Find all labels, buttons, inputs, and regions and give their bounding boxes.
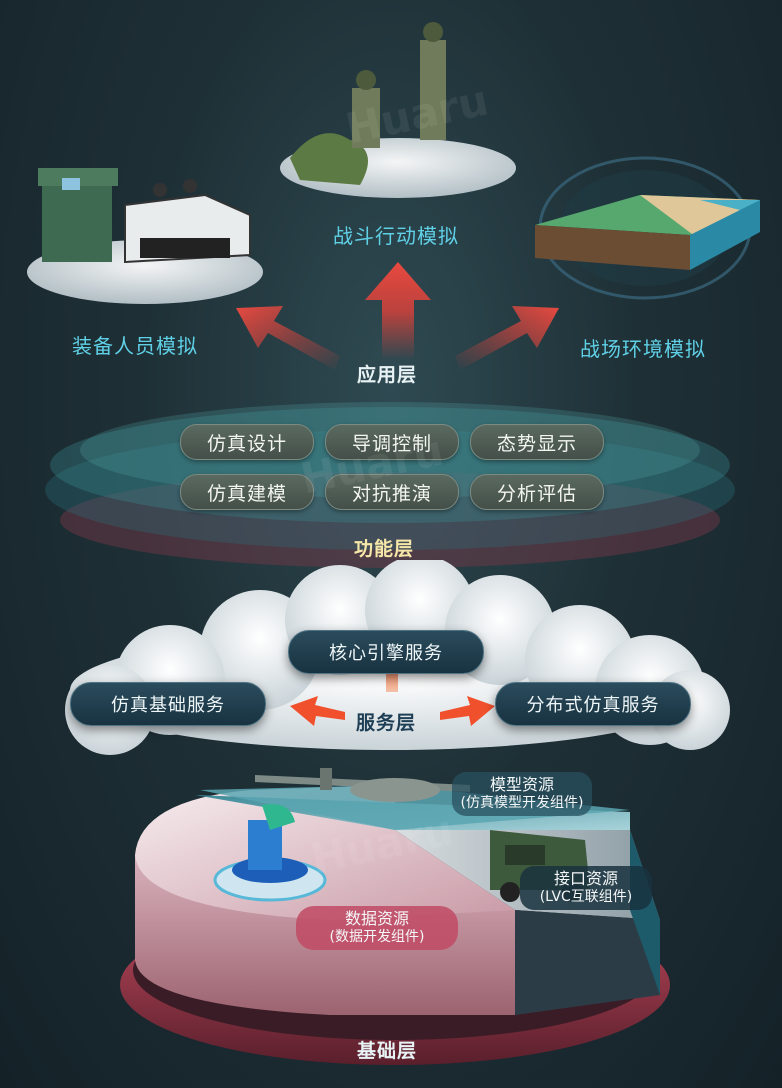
resource-model-sub: (仿真模型开发组件) bbox=[460, 795, 584, 811]
function-item-evaluation: 分析评估 bbox=[470, 474, 604, 510]
service-arrow-left bbox=[290, 696, 345, 726]
resource-interface-name: 接口资源 bbox=[553, 869, 618, 888]
arrow-to-equipment bbox=[236, 306, 340, 370]
service-item-distributed: 分布式仿真服务 bbox=[495, 682, 691, 726]
app-item-combat: 战斗行动模拟 bbox=[333, 224, 459, 248]
resource-model: 模型资源 (仿真模型开发组件) bbox=[452, 772, 592, 816]
function-item-situation: 态势显示 bbox=[470, 424, 604, 460]
service-item-sim-base: 仿真基础服务 bbox=[70, 682, 266, 726]
function-layer-title: 功能层 bbox=[354, 538, 415, 560]
aircraft-illustration bbox=[255, 768, 470, 802]
resource-interface-sub: (LVC互联组件) bbox=[539, 889, 633, 905]
service-arrow-right bbox=[440, 696, 495, 726]
resource-data-sub: (数据开发组件) bbox=[329, 929, 425, 945]
function-item-control: 导调控制 bbox=[325, 424, 459, 460]
equipment-platform-illustration bbox=[27, 168, 263, 304]
base-disc bbox=[120, 768, 670, 1065]
cloud-illustration bbox=[65, 560, 730, 755]
application-layer-title: 应用层 bbox=[357, 364, 418, 386]
resource-data-name: 数据资源 bbox=[344, 909, 409, 928]
resource-data: 数据资源 (数据开发组件) bbox=[296, 906, 458, 950]
database-icon bbox=[213, 804, 327, 902]
service-item-core-engine: 核心引擎服务 bbox=[288, 630, 484, 674]
application-illustrations bbox=[27, 22, 760, 370]
app-item-environment: 战场环境模拟 bbox=[580, 337, 706, 361]
arrow-to-combat bbox=[365, 262, 431, 360]
resource-interface: 接口资源 (LVC互联组件) bbox=[520, 866, 652, 910]
resource-model-name: 模型资源 bbox=[489, 775, 554, 794]
function-item-wargame: 对抗推演 bbox=[325, 474, 459, 510]
terrain-cube-illustration bbox=[535, 156, 760, 300]
service-layer-title: 服务层 bbox=[356, 712, 417, 734]
function-item-sim-design: 仿真设计 bbox=[180, 424, 314, 460]
function-item-modeling: 仿真建模 bbox=[180, 474, 314, 510]
arrow-to-environment bbox=[455, 306, 559, 370]
app-item-equipment: 装备人员模拟 bbox=[72, 334, 198, 358]
combat-platform-illustration bbox=[280, 22, 516, 198]
base-layer-title: 基础层 bbox=[357, 1040, 418, 1062]
